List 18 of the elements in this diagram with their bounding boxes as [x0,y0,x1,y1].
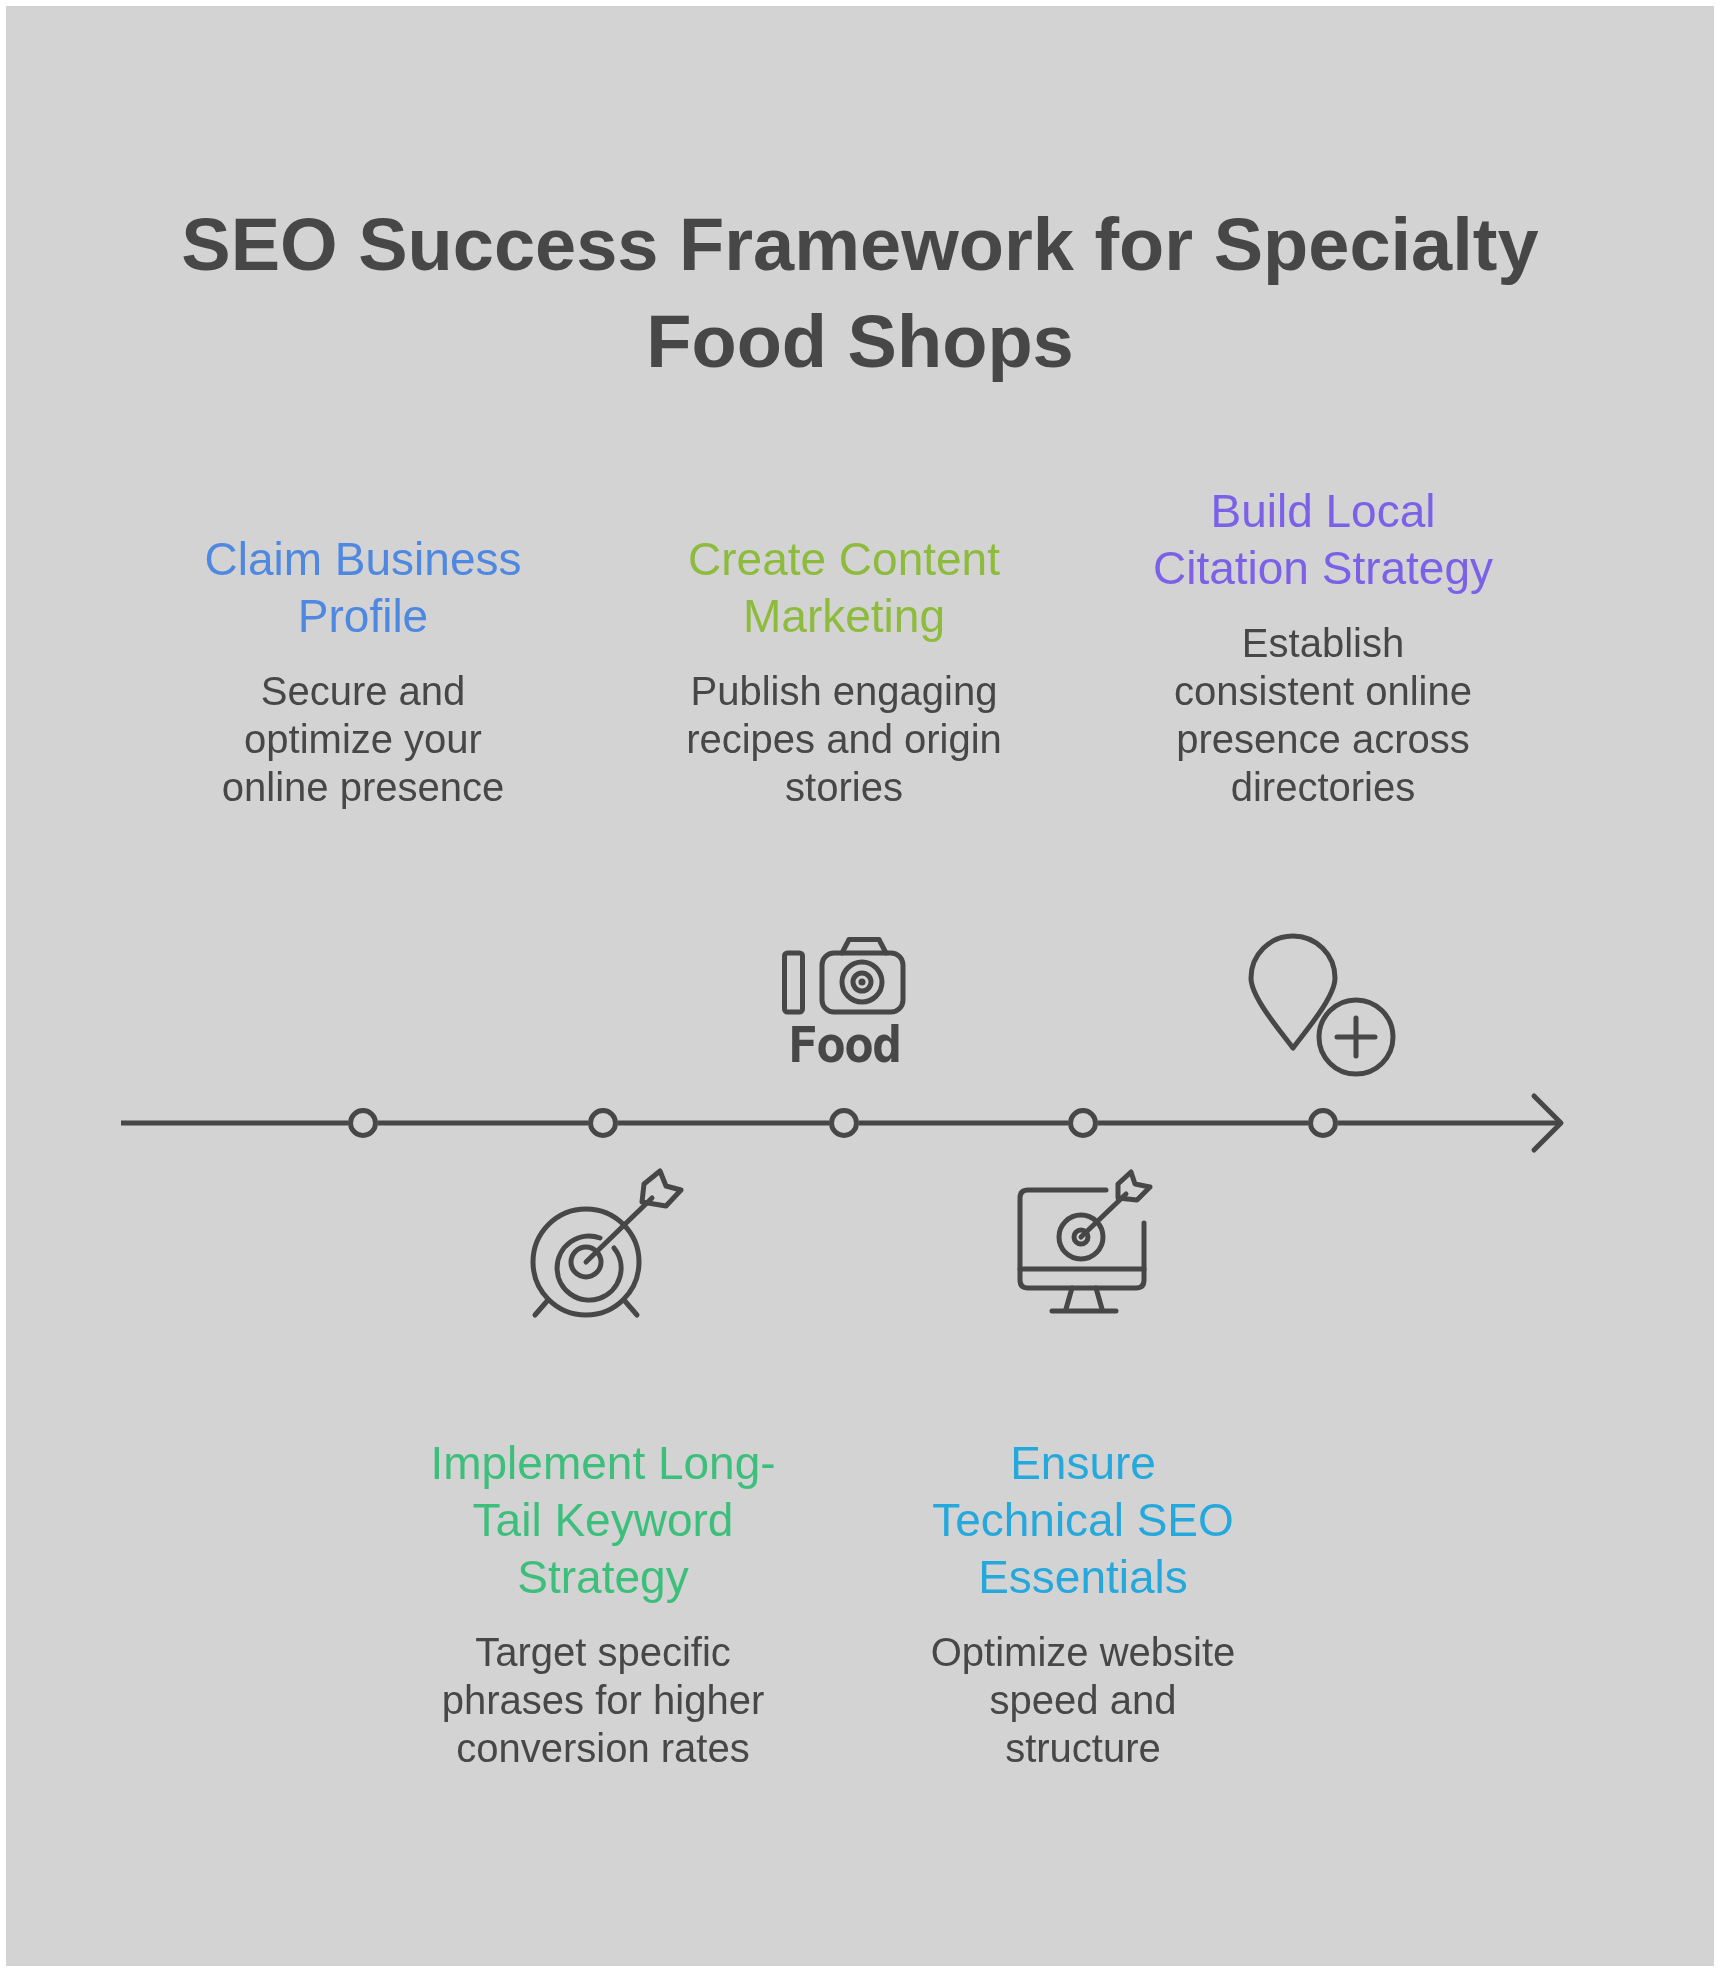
icon-label: Food [787,1020,901,1070]
timeline-arrow [1338,1093,1564,1153]
step-description: Target specific phrases for higher conversion rates [440,1629,766,1772]
step-description: Optimize website speed and structure [929,1629,1237,1772]
timeline-line [378,1120,588,1126]
step-description: Establish consistent online presence across directories [1173,620,1473,811]
step-title: Build Local Citation Strategy [1151,484,1495,596]
timeline-line [121,1120,348,1126]
step-title: Create Content Marketing [687,532,1001,644]
timeline-line [859,1120,1068,1126]
title: SEO Success Framework for Specialty Food Shops [180,202,1540,385]
step-description: Publish engaging recipes and origin stories [685,668,1003,811]
step-title: Implement Long-Tail Keyword Strategy [429,1436,777,1605]
step-title: Claim Business Profile [203,532,523,644]
step-description: Secure and optimize your online presence [220,668,506,811]
timeline-line [1098,1120,1308,1126]
step-title: Ensure Technical SEO Essentials [931,1436,1235,1605]
timeline-line [618,1120,829,1126]
